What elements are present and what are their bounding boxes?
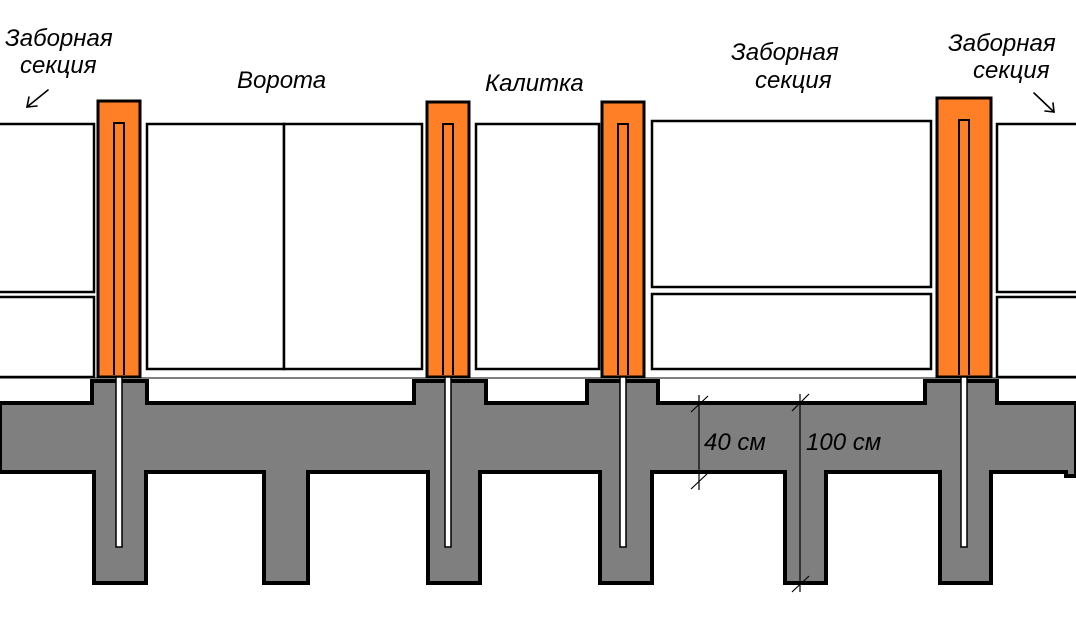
- pillar-body: [96, 99, 142, 379]
- pillar-1: [96, 99, 142, 548]
- label-section-middle-line2: секция: [755, 67, 832, 94]
- pillar-2: [425, 100, 471, 548]
- fence-section-right-bottom: [995, 295, 1076, 379]
- pillar-rebar-loop: [442, 123, 454, 375]
- gate-leaf-left: [145, 122, 286, 371]
- label-strip-depth: 40 см: [704, 429, 766, 456]
- label-pile-depth: 100 см: [806, 429, 881, 456]
- pile-rebar: [619, 376, 627, 548]
- pillar-rebar-loop: [617, 123, 629, 375]
- fence-section-middle-bottom: [650, 292, 933, 371]
- label-wicket: Калитка: [485, 70, 584, 97]
- labels: Заборная секция Ворота Калитка Заборная …: [5, 25, 1056, 97]
- pile-rebar: [115, 376, 123, 548]
- pillar-4: [935, 96, 993, 548]
- gate-leaf-right: [282, 122, 424, 371]
- pile-rebar: [444, 376, 452, 548]
- arrow-left-icon: [26, 89, 49, 108]
- dimension-strip-depth: [690, 395, 709, 490]
- pillar-body: [600, 100, 646, 379]
- fence-section-left-bottom: [0, 295, 96, 379]
- pillars: [96, 96, 993, 548]
- label-section-left-line1: Заборная: [5, 25, 113, 52]
- pillar-rebar-loop: [958, 119, 970, 375]
- wicket-panel: [474, 122, 601, 371]
- pillar-body: [935, 96, 993, 379]
- label-section-right-line2: секция: [973, 57, 1050, 84]
- dimension-pile-depth: [791, 393, 810, 593]
- pillar-3: [600, 100, 646, 548]
- strip-foundation: [0, 379, 1076, 585]
- pile-rebar: [960, 376, 968, 548]
- fence-panels: [0, 119, 1076, 379]
- label-section-right-line1: Заборная: [948, 30, 1056, 57]
- arrow-right-icon: [1033, 92, 1055, 113]
- pointer-arrows: [26, 89, 1055, 113]
- pillar-rebar-loop: [113, 122, 125, 375]
- fence-section-middle-top: [650, 119, 933, 289]
- label-gate: Ворота: [237, 67, 326, 94]
- dimension-marks: [690, 393, 810, 593]
- fence-section-left-top: [0, 122, 96, 294]
- label-section-left-line2: секция: [20, 52, 97, 79]
- fence-section-right-top: [995, 122, 1076, 294]
- label-section-middle-line1: Заборная: [731, 39, 839, 66]
- pillar-body: [425, 100, 471, 379]
- foundation-body: [0, 379, 1076, 585]
